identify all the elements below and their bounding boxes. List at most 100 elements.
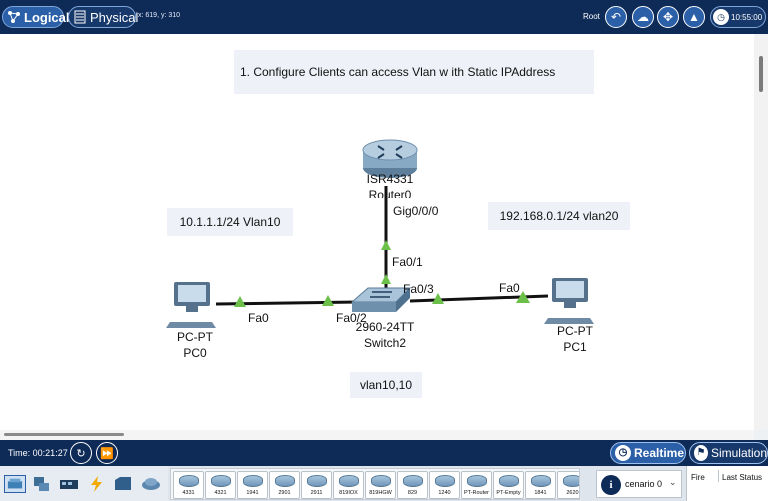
router-icon	[179, 475, 199, 487]
clock-display[interactable]: ◷ 10:55:00	[710, 6, 766, 28]
router-icon	[531, 475, 551, 487]
physical-rack-icon	[73, 10, 87, 24]
clock-icon: ◷	[713, 9, 729, 25]
model-1240[interactable]: 1240	[429, 471, 460, 499]
root-label: Root	[583, 12, 600, 21]
clock-time: 10:55:00	[731, 12, 763, 22]
model-829[interactable]: 829	[397, 471, 428, 499]
time-display: Time: 00:21:27	[8, 448, 68, 458]
move-icon[interactable]: ✥	[657, 6, 679, 28]
bottom-time-bar: Time: 00:21:27 ↻ ⏩ ◷ Realtime ⚑ Simulati…	[0, 440, 768, 466]
port-label-pc1-fa0: Fa0	[499, 281, 520, 295]
multiuser-icon[interactable]	[140, 475, 162, 493]
pc0-icon[interactable]	[166, 282, 216, 328]
misc-icon[interactable]	[112, 475, 134, 493]
link-status-up-icon	[322, 295, 334, 306]
logical-view-button[interactable]: Logical	[2, 6, 70, 28]
simulation-button[interactable]: ⚑ Simulation	[689, 442, 768, 464]
model-2901[interactable]: 2901	[269, 471, 300, 499]
router-name-label: Router0	[368, 188, 412, 198]
top-toolbar: Logical Physical x: 619, y: 310 Root ↶ ☁…	[0, 0, 768, 34]
horizontal-scrollbar[interactable]	[0, 430, 754, 440]
link-status-up-icon	[381, 240, 391, 250]
switch-name-label: Switch2	[363, 336, 407, 350]
pdu-col-fire: Fire	[691, 473, 705, 482]
router-icon	[371, 475, 391, 487]
router-icon	[307, 475, 327, 487]
note-title[interactable]: 1. Configure Clients can access Vlan w i…	[234, 50, 594, 94]
model-1841[interactable]: 1841	[525, 471, 556, 499]
pc1-model-label: PC-PT	[557, 324, 593, 338]
model-2911[interactable]: 2911	[301, 471, 332, 499]
router-icon[interactable]	[362, 139, 418, 178]
pdu-col-divider	[718, 470, 719, 482]
router-model-label: ISR4331	[366, 172, 414, 186]
vertical-scroll-thumb[interactable]	[759, 56, 763, 92]
components-icon[interactable]	[58, 475, 80, 493]
cursor-coordinates: x: 619, y: 310	[138, 12, 181, 19]
router-icon	[403, 475, 423, 487]
realtime-clock-icon: ◷	[615, 445, 631, 461]
router-icon	[243, 475, 263, 487]
scenario-select-value[interactable]: cenario 0	[625, 479, 663, 489]
router-icon	[211, 475, 231, 487]
physical-view-button[interactable]: Physical	[68, 6, 138, 28]
cloud-icon[interactable]: ☁	[632, 6, 654, 28]
router-icon	[563, 475, 579, 487]
image-icon[interactable]: ▲	[683, 6, 705, 28]
router-icon	[467, 475, 487, 487]
router-icon	[435, 475, 455, 487]
model-pt-empty[interactable]: PT-Empty	[493, 471, 524, 499]
logical-workspace[interactable]	[0, 34, 754, 430]
pc1-name-label: PC1	[563, 340, 587, 354]
pc0-model-label: PC-PT	[177, 330, 213, 344]
router-icon	[339, 475, 359, 487]
device-palette: 4331 4321 1941 2901 2911 819IOX 819HGW 8…	[0, 466, 768, 501]
pdu-list: Fire Last Status	[686, 466, 768, 501]
connections-icon[interactable]	[86, 475, 108, 493]
model-pt-router[interactable]: PT-Router	[461, 471, 492, 499]
realtime-label: Realtime	[634, 446, 685, 460]
vertical-scrollbar[interactable]	[754, 34, 768, 430]
pdu-col-last-status: Last Status	[722, 473, 763, 482]
model-4331[interactable]: 4331	[173, 471, 204, 499]
note-vlan10[interactable]: 10.1.1.1/24 Vlan10	[167, 208, 293, 236]
port-label-gig000: Gig0/0/0	[393, 204, 439, 218]
model-2620[interactable]: 2620	[557, 471, 579, 499]
note-trunk[interactable]: vlan10,10	[350, 372, 422, 398]
simulation-label: Simulation	[710, 446, 767, 460]
device-category-strip	[0, 466, 168, 501]
note-vlan20[interactable]: 192.168.0.1/24 vlan20	[488, 202, 630, 230]
network-devices-icon[interactable]	[4, 475, 26, 493]
port-label-pc0-fa0: Fa0	[248, 311, 269, 325]
router-icon	[275, 475, 295, 487]
chevron-down-icon[interactable]: ⌄	[669, 477, 677, 487]
pc0-name-label: PC0	[183, 346, 207, 360]
info-icon[interactable]: i	[601, 475, 621, 495]
power-cycle-icon[interactable]: ↻	[70, 442, 92, 464]
pc1-icon[interactable]	[544, 278, 594, 324]
link-status-up-icon	[381, 274, 391, 284]
logical-network-icon	[7, 10, 21, 24]
fast-forward-icon[interactable]: ⏩	[96, 442, 118, 464]
model-819hgw[interactable]: 819HGW	[365, 471, 396, 499]
model-1941[interactable]: 1941	[237, 471, 268, 499]
switch-model-label: 2960-24TT	[355, 320, 415, 334]
simulation-runner-icon: ⚑	[694, 445, 708, 461]
link-status-up-icon	[432, 293, 444, 304]
logical-label: Logical	[24, 9, 70, 25]
realtime-button[interactable]: ◷ Realtime	[610, 442, 686, 464]
back-arrow-icon[interactable]: ↶	[605, 6, 627, 28]
end-devices-icon[interactable]	[30, 475, 52, 493]
model-819iox[interactable]: 819IOX	[333, 471, 364, 499]
port-label-fa02: Fa0/2	[336, 311, 367, 325]
topology-canvas	[166, 139, 594, 328]
router-icon	[499, 475, 519, 487]
device-model-list[interactable]: 4331 4321 1941 2901 2911 819IOX 819HGW 8…	[170, 468, 580, 500]
model-4321[interactable]: 4321	[205, 471, 236, 499]
port-label-fa03: Fa0/3	[403, 282, 434, 296]
switch-icon[interactable]	[350, 287, 412, 312]
link-status-up-icon	[516, 291, 530, 303]
horizontal-scroll-thumb[interactable]	[4, 433, 124, 436]
scenario-selector[interactable]: i cenario 0 ⌄	[596, 470, 682, 498]
